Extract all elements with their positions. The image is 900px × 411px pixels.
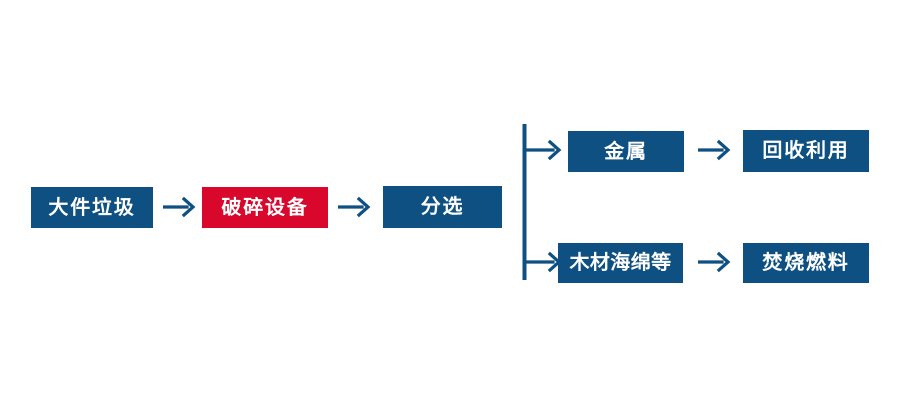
node-incineration-fuel[interactable]: 焚烧燃料	[743, 243, 869, 283]
node-wood-sponge-etc[interactable]: 木材海绵等	[558, 243, 683, 283]
node-metal[interactable]: 金属	[568, 131, 684, 172]
arrow-right-icon	[338, 196, 372, 218]
node-sorting[interactable]: 分选	[383, 186, 502, 228]
node-crusher-equipment[interactable]: 破碎设备	[202, 187, 328, 228]
arrow-right-icon	[698, 139, 732, 161]
arrow-right-icon	[698, 251, 732, 273]
node-recycling-reuse[interactable]: 回收利用	[743, 130, 869, 172]
node-bulky-waste[interactable]: 大件垃圾	[31, 187, 153, 228]
arrow-right-icon	[163, 196, 197, 218]
